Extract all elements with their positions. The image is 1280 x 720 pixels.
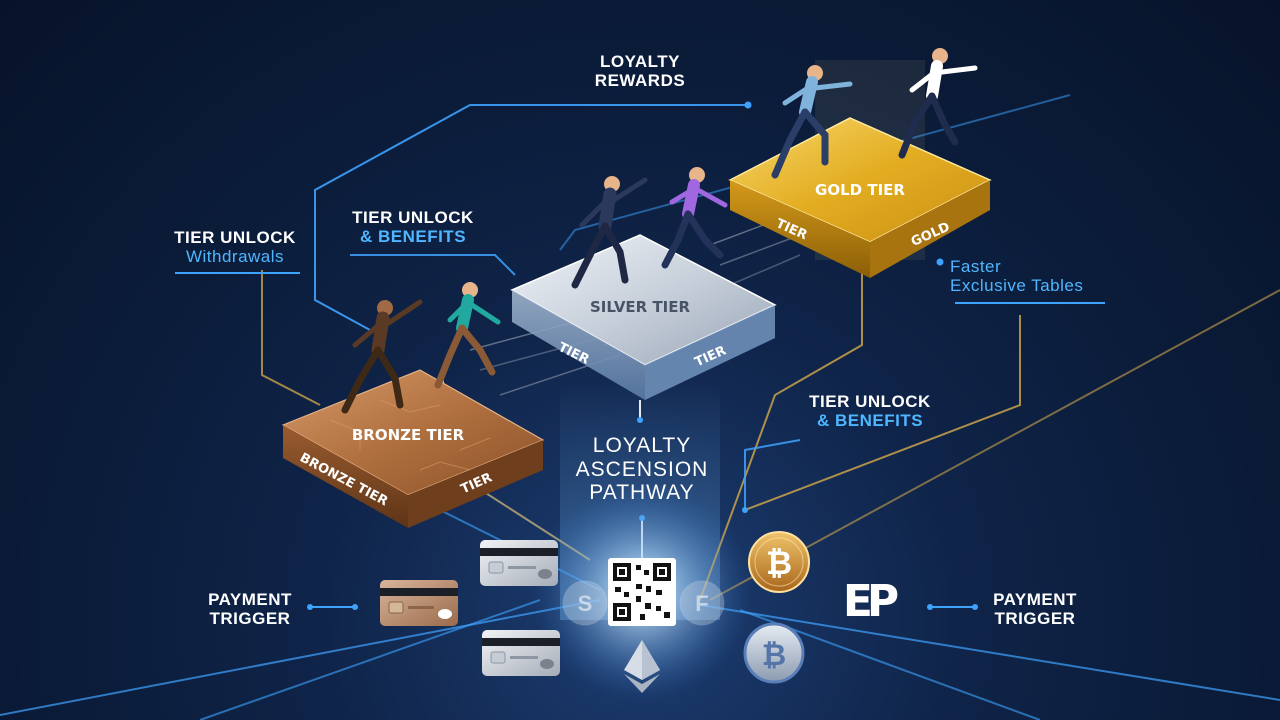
ep-logo-icon: EP (843, 576, 904, 627)
line-loyalty-rewards (314, 104, 748, 331)
tier-unlock-right-line1: TIER UNLOCK (809, 392, 931, 411)
payment-right-line1: PAYMENT (993, 590, 1077, 609)
loyalty-rewards-label: LOYALTY REWARDS (570, 52, 710, 90)
coin-s-icon: S (562, 580, 608, 626)
payment-left-line2: TRIGGER (209, 609, 291, 629)
bitcoin-silver-icon: ₿ (743, 622, 805, 684)
silver-tier-title: SILVER TIER (590, 298, 691, 316)
runner-gold-1 (771, 65, 853, 179)
tier-unlock-right-line2: & BENEFITS (816, 411, 924, 431)
center-title-line2: ASCENSION (575, 457, 709, 481)
tier-unlock-benefits-mid-label: TIER UNLOCK & BENEFITS (338, 208, 488, 246)
svg-text:F: F (695, 591, 708, 616)
faster-exclusive-tables-label: Faster Exclusive Tables (950, 257, 1110, 295)
svg-text:EP: EP (843, 576, 898, 627)
faster-underline (955, 302, 1105, 304)
loyalty-rewards-line1: LOYALTY (599, 52, 680, 71)
center-title-line3: PATHWAY (589, 481, 695, 505)
gold-tier-title: GOLD TIER (815, 181, 905, 199)
svg-text:₿: ₿ (766, 544, 792, 582)
loyalty-rewards-line2: REWARDS (594, 71, 686, 91)
payment-trigger-right-label: PAYMENT TRIGGER (980, 590, 1090, 628)
faster-line1: Faster (950, 257, 1002, 276)
runner-bronze-2 (434, 282, 501, 389)
bronze-tier-title: BRONZE TIER (352, 426, 465, 444)
silver-tier-platform: SILVER TIER TIER TIER (510, 234, 777, 400)
line-tier-unlock-left (261, 270, 321, 406)
tier-unlock-left-line2: Withdrawals (185, 247, 285, 267)
center-title-line1: LOYALTY (592, 434, 692, 457)
tier-unlock-left-line1: TIER UNLOCK (174, 228, 296, 247)
card-silver-top-icon (480, 540, 558, 586)
card-silver-bottom-icon (482, 630, 560, 676)
payment-right-line2: TRIGGER (994, 609, 1076, 629)
gold-tier-platform: GOLD TIER TIER GOLD (728, 117, 992, 278)
runner-silver-2 (661, 167, 728, 269)
tier-unlock-withdrawals-label: TIER UNLOCK Withdrawals (160, 228, 310, 266)
runner-bronze-1 (341, 299, 423, 414)
bitcoin-gold-icon: ₿ (748, 531, 810, 593)
line-gold-down (699, 250, 863, 601)
tier-unlock-mid-line1: TIER UNLOCK (352, 208, 474, 227)
line-tier-unlock-mid (350, 254, 516, 276)
faster-line2: Exclusive Tables (950, 276, 1084, 296)
ethereum-icon (624, 640, 660, 693)
runner-figures (341, 48, 978, 414)
tier-unlock-mid-line2: & BENEFITS (359, 227, 467, 247)
runner-silver-1 (571, 176, 648, 289)
qr-code-icon (608, 558, 676, 626)
runner-gold-2 (898, 48, 978, 159)
tier-unlock-left-underline (175, 272, 300, 274)
card-bronze-icon (380, 580, 458, 626)
line-tier-unlock-right (744, 439, 801, 510)
svg-text:S: S (578, 591, 593, 616)
coin-f-icon: F (679, 580, 725, 626)
payment-trigger-left-label: PAYMENT TRIGGER (195, 590, 305, 628)
svg-text:₿: ₿ (762, 638, 786, 673)
tier-unlock-benefits-right-label: TIER UNLOCK & BENEFITS (795, 392, 945, 430)
loyalty-ascension-pathway-title: LOYALTY ASCENSION PATHWAY (560, 434, 724, 505)
line-faster (744, 315, 1021, 511)
payment-left-line1: PAYMENT (208, 590, 292, 609)
